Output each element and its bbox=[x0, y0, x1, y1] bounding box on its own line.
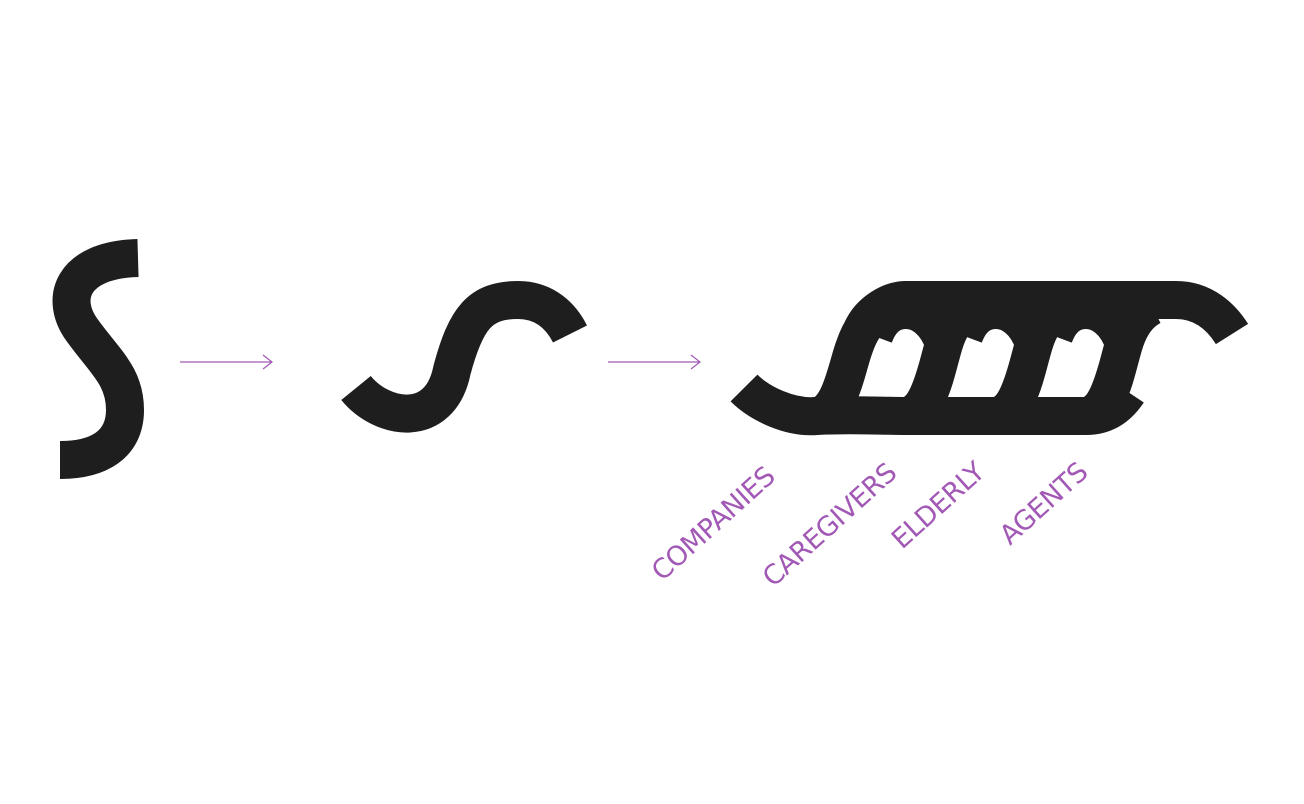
braided-chain-mark bbox=[730, 280, 1249, 436]
chain-inner-2 bbox=[946, 291, 1053, 352]
chain-inner-1 bbox=[856, 291, 963, 352]
label-elderly: ELDERLY bbox=[886, 456, 992, 555]
chain-link-4 bbox=[1079, 289, 1162, 435]
vertical-s-mark bbox=[52, 239, 144, 479]
horizontal-wave-mark bbox=[341, 281, 587, 433]
arrow-right-icon bbox=[608, 354, 701, 370]
label-agents: AGENTS bbox=[994, 457, 1094, 552]
chain-inner-3 bbox=[1036, 291, 1143, 352]
arrow-right-icon bbox=[180, 354, 273, 370]
label-caregivers: CAREGIVERS bbox=[757, 457, 903, 593]
